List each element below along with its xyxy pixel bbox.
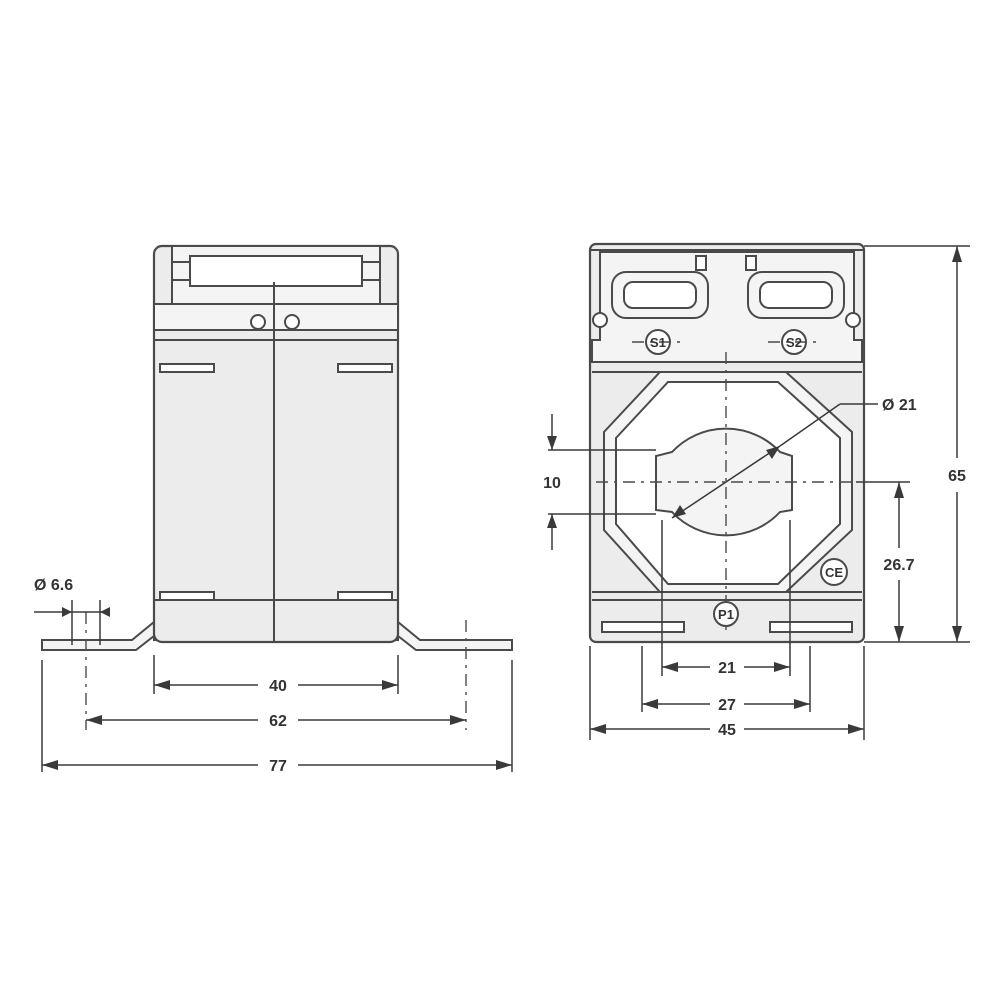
dim-overall-width: 77 — [269, 758, 287, 775]
arrowhead — [662, 662, 678, 672]
terminal-slot-s2 — [759, 281, 833, 309]
arrowhead — [642, 699, 658, 709]
mount-screw-left — [592, 312, 608, 328]
side-top-tab-right — [361, 261, 381, 281]
side-slot — [159, 591, 215, 601]
arrowhead — [496, 760, 512, 770]
arrowhead — [894, 482, 904, 498]
side-shoulder — [153, 303, 399, 331]
arrowhead — [766, 446, 780, 459]
side-screw-left — [250, 314, 266, 330]
top-tab — [695, 255, 707, 271]
side-top-tab-left — [171, 261, 191, 281]
side-slot — [159, 363, 215, 373]
dim-body-width: 40 — [269, 678, 287, 695]
side-slot — [337, 591, 393, 601]
arrowhead — [382, 680, 398, 690]
arrowhead — [894, 626, 904, 642]
mount-screw-right — [845, 312, 861, 328]
primary-label-p1: P1 — [718, 607, 734, 622]
dim-hole-diameter: Ø 6.6 — [34, 577, 73, 594]
dim-mount-width: 27 — [718, 697, 736, 714]
arrowhead — [952, 626, 962, 642]
dim-aperture-diameter: Ø 21 — [882, 397, 917, 414]
dim-overall-width: 45 — [718, 722, 736, 739]
arrowhead — [774, 662, 790, 672]
arrowhead — [62, 607, 72, 617]
arrowhead — [450, 715, 466, 725]
top-tab — [745, 255, 757, 271]
terminal-label-s1: S1 — [650, 335, 666, 350]
arrowhead — [794, 699, 810, 709]
bottom-slot-right — [769, 621, 853, 633]
leader-line — [779, 403, 841, 447]
diameter-line — [671, 445, 781, 519]
arrowhead — [547, 514, 557, 528]
dim-center-height: 26.7 — [883, 557, 914, 574]
arrowhead — [42, 760, 58, 770]
arrowhead — [848, 724, 864, 734]
ce-mark: CE — [825, 565, 843, 580]
side-slot — [337, 363, 393, 373]
dim-hole-spacing: 62 — [269, 713, 287, 730]
side-view: Ø 6.6 40 62 77 — [34, 244, 513, 776]
side-screw-right — [284, 314, 300, 330]
arrowhead — [100, 607, 110, 617]
dim-inner-width: 21 — [718, 660, 736, 677]
arrowhead — [86, 715, 102, 725]
side-top-cap-window — [189, 255, 363, 287]
arrowhead — [154, 680, 170, 690]
bottom-slot-left — [601, 621, 685, 633]
arrowhead — [672, 505, 686, 518]
front-view: S1 S2 P1 CE Ø 21 — [543, 242, 970, 740]
dim-height: 65 — [948, 468, 966, 485]
arrowhead — [547, 436, 557, 450]
arrowhead — [952, 246, 962, 262]
arrowhead — [590, 724, 606, 734]
ce-mark-icon — [820, 558, 848, 586]
terminal-label-s2: S2 — [786, 335, 802, 350]
terminal-slot-s1 — [623, 281, 697, 309]
p1-marker-icon — [713, 601, 739, 627]
dim-slot-height: 10 — [543, 475, 561, 492]
